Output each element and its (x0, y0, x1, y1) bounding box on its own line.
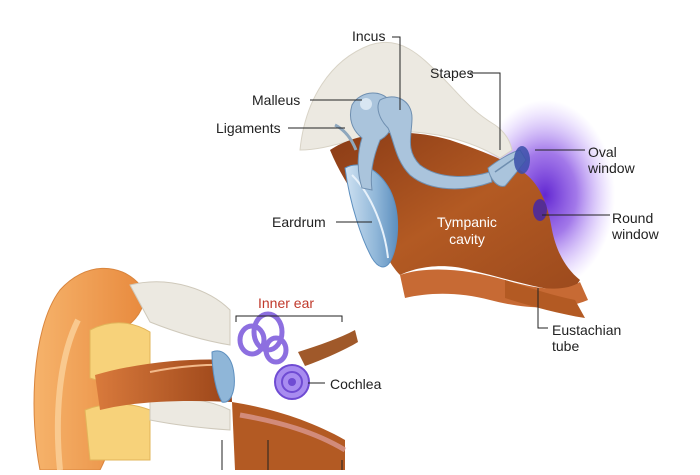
skull-bone-lower (149, 397, 231, 431)
label-tympanic-cavity: Tympanic cavity (437, 214, 497, 247)
small-eardrum (211, 350, 235, 403)
label-eustachian-tube: Eustachian tube (552, 322, 622, 354)
incus-shape (377, 96, 493, 190)
cochlea-shape (274, 364, 310, 400)
label-round-window: Round window (612, 210, 659, 242)
leader-lines (288, 36, 610, 329)
label-inner-ear: Inner ear (258, 295, 315, 311)
eustachian-tube-shape (505, 280, 585, 318)
label-stapes: Stapes (430, 65, 474, 81)
ligaments-shape (334, 123, 358, 151)
label-oval-window: Oval window (588, 144, 635, 176)
label-eardrum: Eardrum (272, 214, 326, 230)
ear-canal (95, 359, 232, 410)
semicircular-canals (237, 311, 289, 365)
oval-window-shape (514, 146, 530, 174)
label-ligaments: Ligaments (216, 120, 281, 136)
round-window-shape (533, 199, 547, 221)
skull-bone-upper (129, 281, 231, 346)
label-cochlea: Cochlea (330, 376, 382, 392)
auditory-nerve (298, 330, 358, 366)
label-incus: Incus (352, 28, 386, 44)
label-malleus: Malleus (252, 92, 301, 108)
lower-tube (232, 402, 345, 470)
inner-ear-bracket (221, 315, 343, 470)
